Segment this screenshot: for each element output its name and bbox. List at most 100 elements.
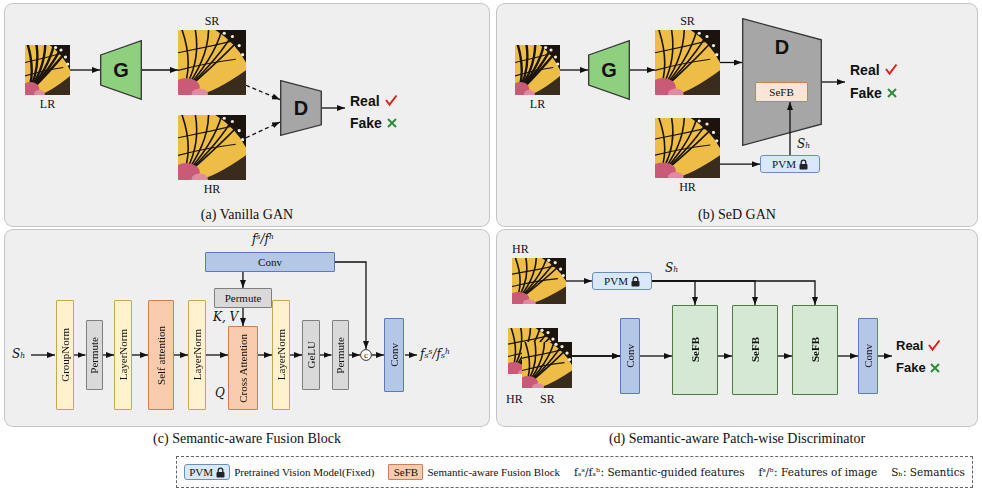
layer-box: Conv [858, 318, 878, 394]
layer-label: GeLU [305, 341, 317, 369]
layer-label: Conv [862, 344, 874, 368]
generator-trapezoid: G [588, 40, 630, 100]
layer-label: Self attention [155, 326, 167, 385]
image-patch: HR [655, 118, 720, 178]
connector-arrow [630, 69, 655, 70]
input-arrow [31, 354, 55, 355]
connector-arrow [720, 164, 760, 165]
edge-label: Sₕ [796, 137, 811, 151]
image-label: LR [40, 97, 55, 112]
layer-box: SeFB [755, 82, 808, 102]
output-arrow [322, 107, 345, 108]
network-letter: G [113, 59, 129, 82]
panel-caption: (d) Semantic-aware Patch-wise Discrimina… [497, 431, 977, 447]
connector-arrow [174, 354, 188, 355]
math-label: Sₕ [12, 347, 25, 361]
layer-label: SeFB [394, 466, 418, 478]
output-arrow [878, 355, 892, 356]
module-label: PVM [189, 466, 213, 478]
layer-box: Conv [205, 252, 335, 272]
output-label: Fake [850, 85, 882, 101]
layer-label: LayerNorm [275, 329, 287, 380]
connector-arrow [206, 354, 228, 355]
output-label: Fake [350, 115, 382, 131]
image-patch: HR [512, 258, 566, 304]
image-label: HR [204, 182, 221, 197]
layer-box: SeFB [388, 464, 423, 480]
connector-arrow [838, 355, 858, 356]
connector-arrow [778, 355, 792, 356]
image-patch: LR [25, 45, 70, 95]
output-label: Real [896, 338, 923, 353]
figure-panel: (c) Semantic-aware Fusion BlockConvPermu… [5, 230, 489, 426]
layer-label: SeFB [769, 86, 793, 98]
layer-box: SeFB [732, 305, 778, 395]
image-patch: SR [178, 30, 246, 95]
layer-box: Conv [620, 318, 640, 394]
layer-box: Self attention [148, 300, 174, 410]
image-patch: SR [655, 30, 720, 95]
connector-arrow [258, 354, 272, 355]
output-arrow [405, 354, 417, 355]
layer-box: Permute [86, 320, 103, 390]
layer-label: Conv [258, 256, 282, 268]
pvm-box: PVM [592, 272, 652, 290]
layer-box: Permute [332, 320, 349, 390]
image-label: SR [540, 392, 555, 407]
connector-arrow [720, 62, 742, 63]
figure-panel: (a) Vanilla GANLRGSRHRD [5, 4, 489, 226]
connector-arrow [320, 354, 332, 355]
legend-note: fₛˢ/fₛʰ: Semantic-guided features [574, 466, 745, 478]
image-patch: HR [178, 115, 246, 180]
connector-arrow [242, 308, 243, 326]
concat-circle: c [360, 349, 372, 361]
layer-label: SeFB [689, 337, 701, 362]
layer-label: LayerNorm [191, 329, 203, 380]
layer-label: Conv [388, 343, 400, 367]
module-label: PVM [604, 275, 628, 287]
network-letter: D [775, 36, 789, 59]
layer-box: Cross Attention [228, 326, 258, 410]
network-letter: G [601, 59, 617, 82]
module-label: PVM [772, 158, 796, 170]
connector-arrow [290, 354, 302, 355]
connector-arrow [349, 354, 361, 355]
butterfly-image [178, 115, 246, 180]
lock-icon [631, 276, 640, 287]
lock-icon [799, 159, 808, 170]
legend-note: Sₕ: Semantics [891, 466, 965, 478]
layer-box: Conv [384, 318, 404, 392]
output-arrow [822, 81, 845, 82]
pvm-box: PVM [760, 155, 820, 173]
math-label: fˢ/fʰ [252, 232, 274, 246]
layer-label: GroupNorm [59, 328, 71, 382]
layer-label: Permute [225, 292, 262, 304]
connector-arrow [242, 272, 243, 288]
connector-arrow [566, 280, 592, 281]
image-label: SR [680, 14, 695, 29]
discriminator-trapezoid: D SeFB [742, 18, 822, 146]
layer-box: SeFB [672, 305, 718, 395]
figure-panel: (b) SeD GANLRGSRHRDSeFBPVM [497, 4, 977, 226]
image-label: HR [679, 180, 696, 195]
pvm-box: PVM [184, 464, 230, 480]
connector-arrow [70, 69, 100, 70]
connector-arrow [74, 354, 86, 355]
layer-box: LayerNorm [114, 300, 132, 410]
output-label: Real [850, 62, 880, 78]
butterfly-image [515, 45, 560, 95]
butterfly-image [25, 45, 70, 95]
legend-note: fˢ/ʰ: Features of image [759, 466, 878, 478]
panel-caption: (a) Vanilla GAN [5, 207, 489, 223]
image-label: HR [506, 392, 523, 407]
figure-panel: (d) Semantic-aware Patch-wise Discrimina… [497, 230, 977, 426]
image-patch: SR [522, 342, 572, 388]
layer-label: SeFB [749, 337, 761, 362]
panel-caption: (b) SeD GAN [497, 207, 977, 223]
butterfly-image [522, 342, 572, 388]
layer-box: GeLU [302, 320, 320, 390]
butterfly-image [178, 30, 246, 95]
butterfly-image [655, 118, 720, 178]
image-label: HR [512, 242, 529, 257]
